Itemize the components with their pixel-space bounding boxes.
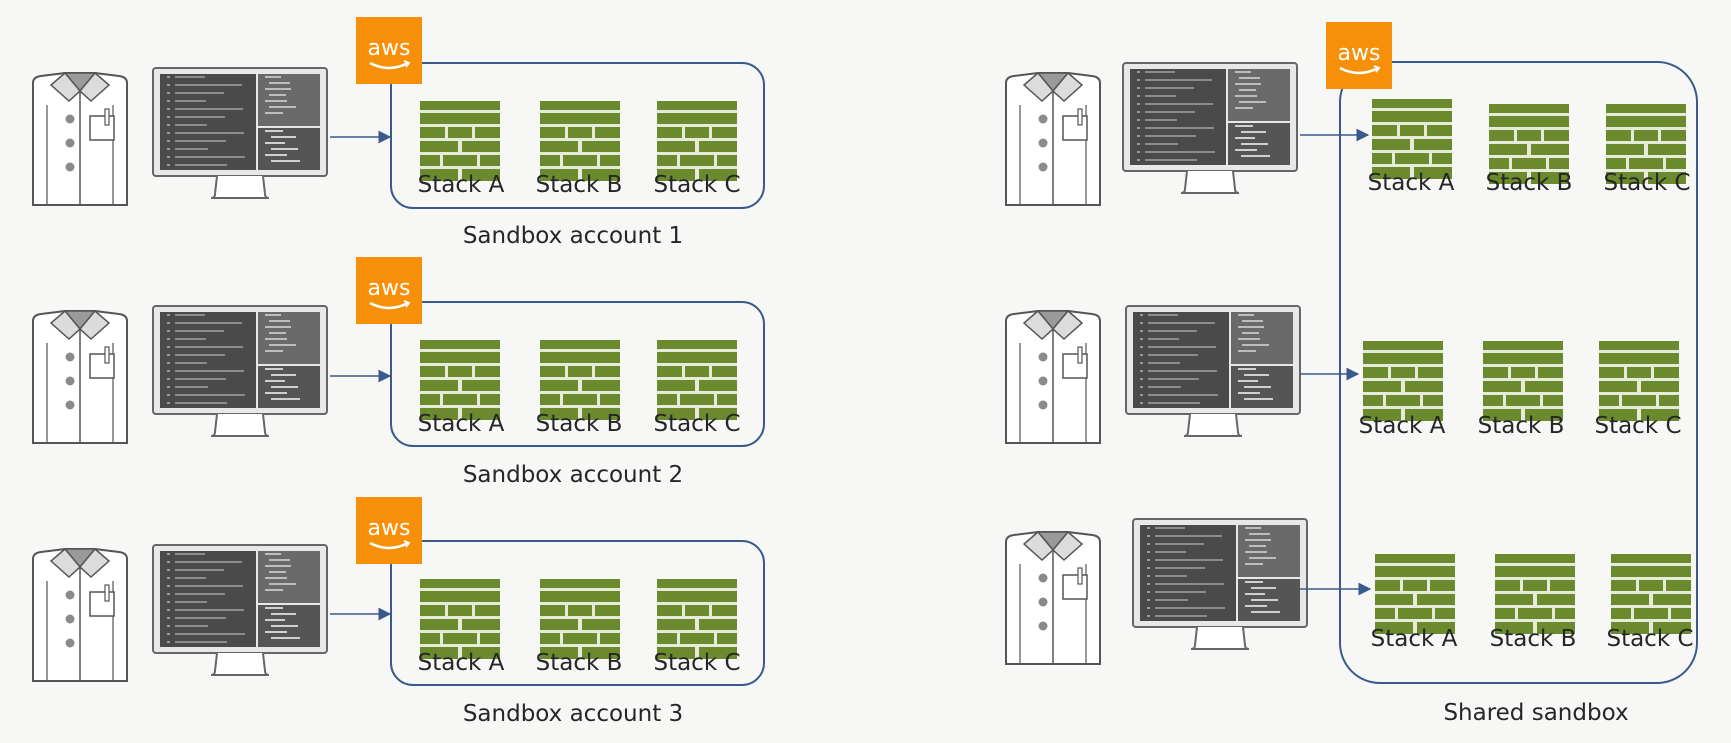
brick-wall-icon — [1363, 341, 1443, 421]
aws-logo-text: aws — [368, 516, 411, 541]
brick-wall-icon — [657, 101, 737, 181]
brick-wall-icon — [540, 579, 620, 659]
brick-wall-icon — [420, 579, 500, 659]
aws-logo-icon: aws — [356, 497, 422, 564]
shared-sandbox-title: Shared sandbox — [1443, 700, 1628, 726]
stack-label: Stack B — [536, 172, 623, 198]
monitor-code-icon — [152, 305, 328, 437]
brick-wall-icon — [1489, 104, 1569, 184]
stack-label: Stack B — [1490, 626, 1577, 652]
developer-row-3 — [1005, 518, 1372, 665]
sandbox-account-1: aws — [32, 17, 765, 249]
account-title: Sandbox account 1 — [463, 223, 683, 249]
monitor-code-icon — [1132, 518, 1308, 650]
aws-logo-icon: aws — [356, 17, 422, 84]
lab-coat-icon — [1005, 71, 1101, 206]
brick-wall-icon — [1483, 341, 1563, 421]
brick-wall-icon — [540, 340, 620, 420]
account-title: Sandbox account 2 — [463, 462, 683, 488]
brick-wall-icon — [1606, 104, 1686, 184]
account-boundary — [390, 540, 765, 686]
brick-wall-icon — [420, 340, 500, 420]
stack-label: Stack A — [1359, 413, 1446, 439]
brick-wall-icon — [1375, 554, 1455, 634]
stack-label: Stack B — [1478, 413, 1565, 439]
stack-label: Stack C — [653, 411, 740, 437]
aws-logo-icon: aws — [1326, 22, 1392, 89]
monitor-code-icon — [152, 544, 328, 676]
stack-label: Stack A — [418, 411, 505, 437]
stack-label: Stack B — [536, 411, 623, 437]
stack-label: Stack C — [653, 650, 740, 676]
monitor-code-icon — [152, 67, 328, 199]
sandbox-account-3: aws — [32, 497, 765, 727]
stack-label: Stack C — [653, 172, 740, 198]
monitor-code-icon — [1125, 305, 1301, 437]
aws-logo-icon: aws — [356, 257, 422, 324]
stack-label: Stack A — [1371, 626, 1458, 652]
brick-wall-icon — [657, 340, 737, 420]
brick-wall-icon — [540, 101, 620, 181]
lab-coat-icon — [1005, 530, 1101, 665]
brick-wall-icon — [1372, 99, 1452, 179]
lab-coat-icon — [1005, 309, 1101, 444]
stack-label: Stack C — [1603, 170, 1690, 196]
developer-row-2 — [1005, 305, 1360, 444]
sandbox-account-2: aws — [32, 257, 765, 488]
right-panel: aws — [1005, 22, 1698, 726]
brick-wall-icon — [1599, 341, 1679, 421]
aws-logo-text: aws — [368, 276, 411, 301]
account-boundary — [390, 301, 765, 447]
stack-label: Stack C — [1594, 413, 1681, 439]
lab-coat-icon — [32, 547, 128, 682]
shared-sandbox-boundary — [1339, 61, 1698, 684]
stack-label: Stack C — [1606, 626, 1693, 652]
stack-label: Stack B — [536, 650, 623, 676]
brick-wall-icon — [1495, 554, 1575, 634]
brick-wall-icon — [1611, 554, 1691, 634]
brick-wall-icon — [420, 101, 500, 181]
stack-label: Stack A — [418, 172, 505, 198]
aws-logo-text: aws — [368, 36, 411, 61]
stack-label: Stack A — [418, 650, 505, 676]
left-panel: aws — [32, 17, 765, 727]
lab-coat-icon — [32, 309, 128, 444]
account-title: Sandbox account 3 — [463, 701, 683, 727]
lab-coat-icon — [32, 71, 128, 206]
brick-wall-icon — [657, 579, 737, 659]
stack-label: Stack A — [1368, 170, 1455, 196]
developer-row-1 — [1005, 62, 1370, 206]
monitor-code-icon — [1122, 62, 1298, 194]
stack-label: Stack B — [1486, 170, 1573, 196]
account-boundary — [390, 62, 765, 209]
aws-logo-text: aws — [1338, 41, 1381, 66]
